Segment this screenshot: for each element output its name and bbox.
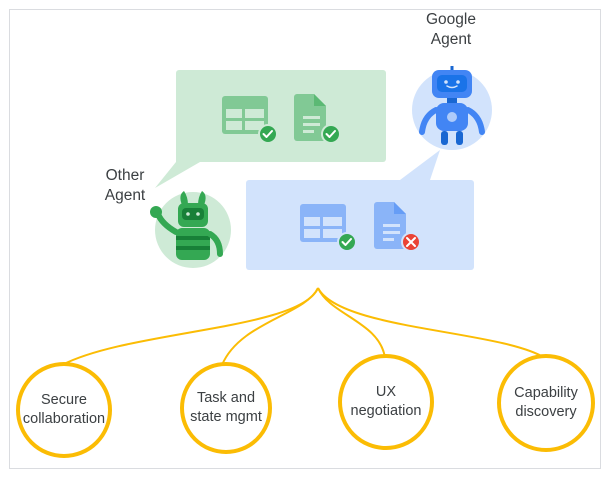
other-agent-label-line2: Agent bbox=[104, 187, 146, 204]
connector-capability bbox=[317, 287, 546, 359]
capability-label-task-line2: state mgmt bbox=[190, 409, 262, 425]
capability-label-capability-line2: discovery bbox=[515, 404, 577, 420]
google-agent-label-line2: Agent bbox=[430, 31, 472, 48]
connector-secure bbox=[61, 287, 319, 366]
capability-label-secure: Secure collaboration bbox=[14, 391, 114, 429]
connector-lines bbox=[61, 287, 546, 366]
blue-check-badge-icon bbox=[337, 232, 357, 252]
green-check-badge-icon bbox=[258, 124, 278, 144]
capability-label-ux-line1: UX bbox=[375, 384, 397, 400]
capability-circle-secure bbox=[16, 362, 112, 458]
connector-task bbox=[221, 287, 319, 366]
capability-label-ux: UX negotiation bbox=[336, 383, 436, 421]
capability-label-capability-line1: Capability bbox=[514, 385, 578, 401]
green-doc-check-badge-icon bbox=[321, 124, 341, 144]
other-agent-label: Other Agent bbox=[80, 166, 170, 206]
google-agent-label: Google Agent bbox=[406, 10, 496, 50]
green-document-icon bbox=[294, 94, 326, 141]
other-agent-label-line1: Other bbox=[105, 167, 145, 184]
blue-speech-bubble bbox=[246, 150, 474, 270]
google-agent-label-line1: Google bbox=[426, 11, 476, 28]
capability-circle-task bbox=[180, 362, 272, 454]
capability-circle-capability bbox=[497, 354, 595, 452]
capability-circle-ux bbox=[338, 354, 434, 450]
capability-label-secure-line2: collaboration bbox=[22, 411, 106, 427]
capability-label-task: Task and state mgmt bbox=[176, 389, 276, 427]
google-agent-robot-icon bbox=[412, 66, 492, 150]
capability-label-secure-line1: Secure bbox=[41, 392, 87, 408]
blue-document-icon bbox=[374, 202, 406, 249]
red-error-badge-icon bbox=[401, 232, 421, 252]
green-table-icon bbox=[222, 96, 268, 134]
capability-label-ux-line2: negotiation bbox=[350, 403, 422, 419]
blue-table-icon bbox=[300, 204, 346, 242]
capability-label-capability: Capability discovery bbox=[496, 384, 596, 422]
other-agent-robot-icon bbox=[150, 191, 231, 268]
capability-label-task-line1: Task and bbox=[196, 390, 256, 406]
capability-circles bbox=[16, 354, 595, 458]
